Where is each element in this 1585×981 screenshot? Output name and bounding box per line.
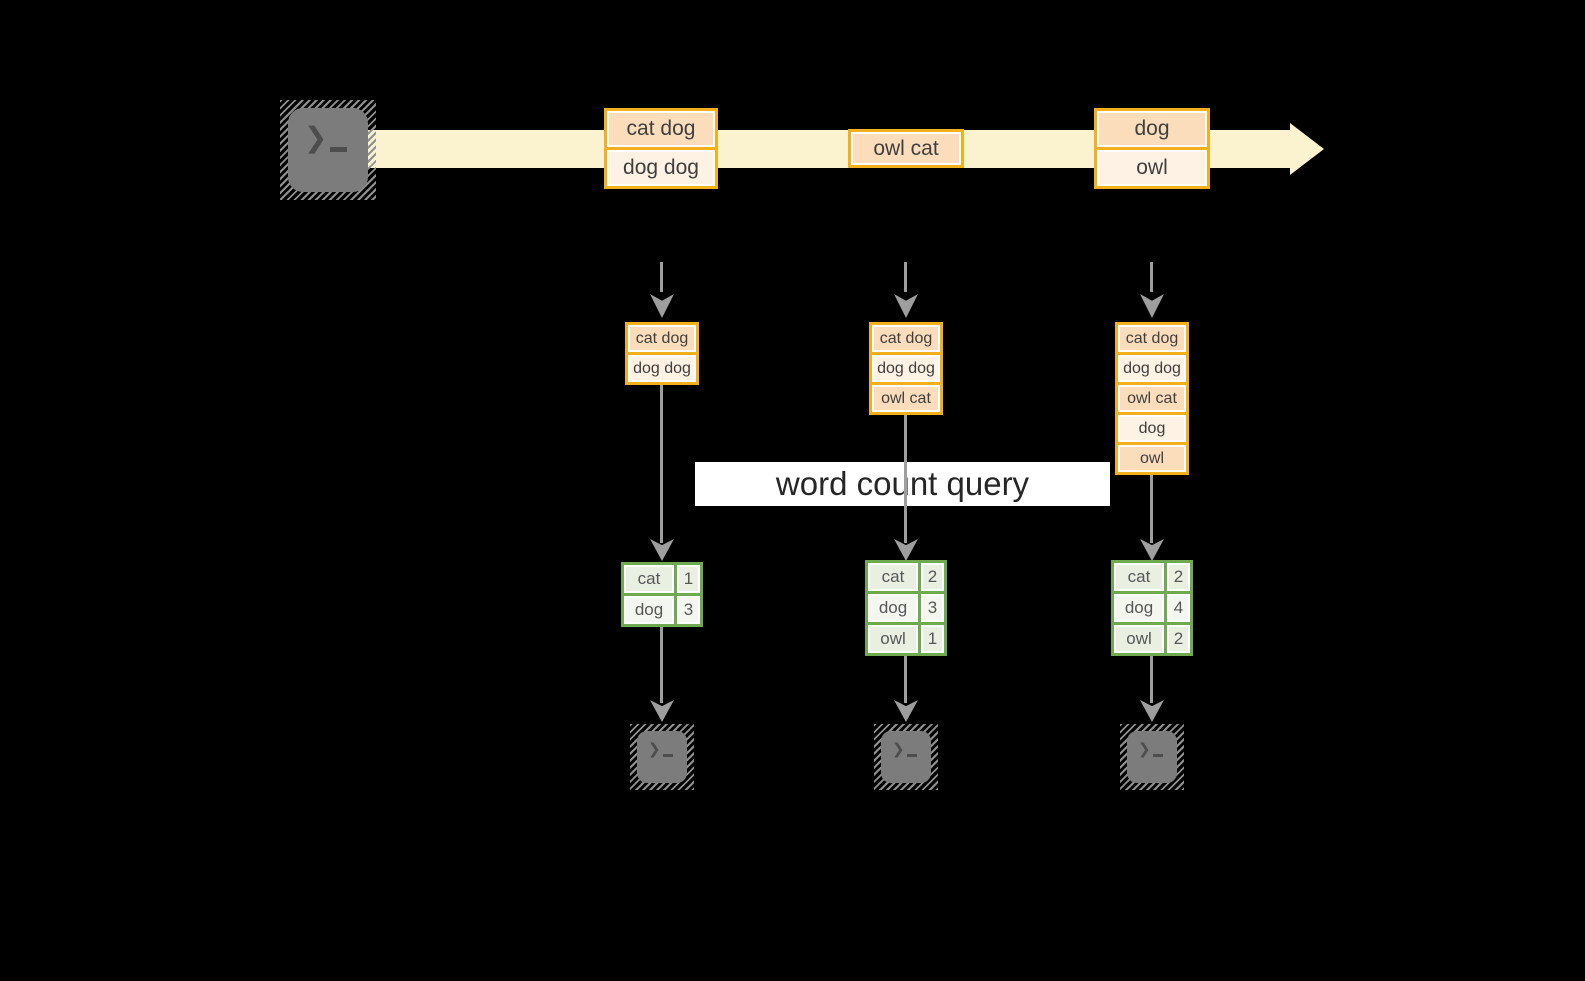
cursor-icon [330, 147, 348, 152]
buffer-item: dog dog [1118, 355, 1186, 382]
arrow-line [660, 385, 663, 543]
query-label: word count query [695, 462, 1110, 506]
stream-message: cat dog [607, 111, 715, 147]
count-table-1: cat 1 dog 3 [621, 562, 703, 627]
stream-message: dog [1097, 111, 1207, 147]
terminal-prompt-icon: ❯ [881, 731, 931, 783]
arrow-down-icon [894, 294, 918, 318]
stream-message: owl cat [851, 132, 961, 165]
count-value: 2 [1167, 625, 1190, 653]
stream-batch-2: owl cat [848, 129, 964, 168]
arrow-line [904, 415, 907, 543]
arrow-line [1150, 475, 1153, 543]
count-value: 4 [1167, 594, 1190, 622]
arrow-line [1150, 656, 1153, 703]
buffer-item: owl cat [1118, 385, 1186, 412]
cursor-icon [1152, 754, 1163, 757]
count-value: 3 [921, 594, 944, 622]
count-word: owl [1114, 625, 1164, 653]
message-buffer-3: cat dog dog dog owl cat dog owl [1115, 322, 1189, 475]
count-word: owl [868, 625, 918, 653]
dashed-arrow-line [660, 262, 663, 292]
count-table-2: cat 2 dog 3 owl 1 [865, 560, 947, 656]
terminal-prompt-icon: ❯ [288, 108, 368, 192]
count-word: dog [624, 596, 674, 624]
count-value: 1 [921, 625, 944, 653]
count-value: 2 [921, 563, 944, 591]
count-value: 3 [677, 596, 700, 624]
buffer-item: dog [1118, 415, 1186, 442]
arrow-line [904, 656, 907, 703]
count-word: cat [1114, 563, 1164, 591]
output-terminal-icon-2: ❯ [874, 724, 938, 790]
count-word: dog [868, 594, 918, 622]
dashed-arrow-line [904, 262, 907, 292]
message-buffer-1: cat dog dog dog [625, 322, 699, 385]
output-terminal-icon-3: ❯ [1120, 724, 1184, 790]
stream-batch-3: dog owl [1094, 108, 1210, 189]
arrow-line [660, 627, 663, 703]
buffer-item: dog dog [872, 355, 940, 382]
arrow-down-icon [650, 700, 674, 722]
count-value: 2 [1167, 563, 1190, 591]
buffer-item: dog dog [628, 355, 696, 382]
buffer-item: owl [1118, 445, 1186, 472]
count-word: dog [1114, 594, 1164, 622]
stream-timeline-arrowhead-icon [1290, 123, 1324, 175]
count-word: cat [868, 563, 918, 591]
buffer-item: cat dog [872, 325, 940, 352]
message-buffer-2: cat dog dog dog owl cat [869, 322, 943, 415]
stream-batch-1: cat dog dog dog [604, 108, 718, 189]
terminal-prompt-icon: ❯ [637, 731, 687, 783]
arrow-down-icon [650, 294, 674, 318]
dashed-arrow-line [1150, 262, 1153, 292]
arrow-down-icon [1140, 700, 1164, 722]
stream-message: dog dog [607, 150, 715, 186]
stream-message: owl [1097, 150, 1207, 186]
count-table-3: cat 2 dog 4 owl 2 [1111, 560, 1193, 656]
buffer-item: owl cat [872, 385, 940, 412]
count-value: 1 [677, 565, 700, 593]
terminal-prompt-icon: ❯ [1127, 731, 1177, 783]
buffer-item: cat dog [628, 325, 696, 352]
output-terminal-icon-1: ❯ [630, 724, 694, 790]
source-terminal-icon: ❯ [280, 100, 376, 200]
cursor-icon [906, 754, 917, 757]
arrow-down-icon [894, 700, 918, 722]
count-word: cat [624, 565, 674, 593]
arrow-down-icon [1140, 294, 1164, 318]
buffer-item: cat dog [1118, 325, 1186, 352]
cursor-icon [662, 754, 673, 757]
